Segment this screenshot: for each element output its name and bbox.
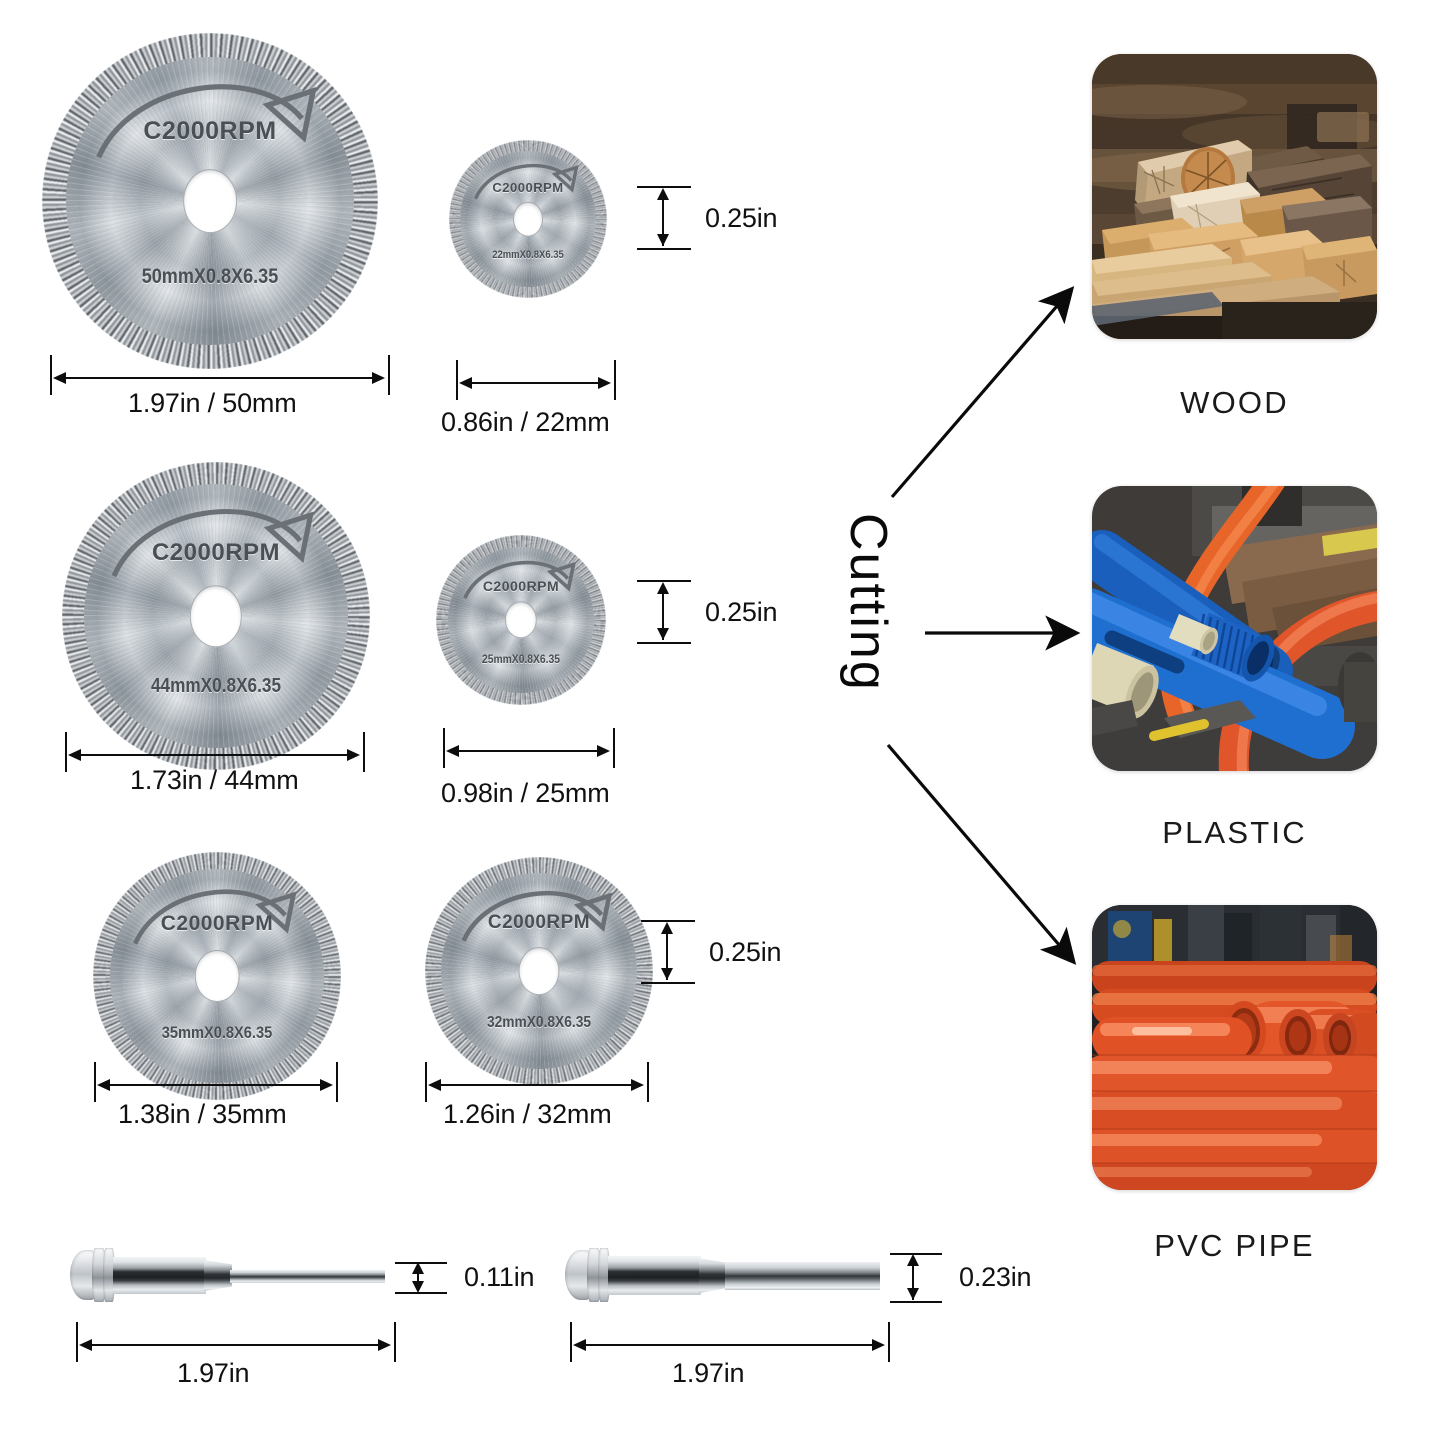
blade-rpm-label: C2000RPM — [151, 539, 281, 566]
dimension-thickness-22mm — [637, 186, 697, 250]
dimension-shank-thick-label: 0.23in — [959, 1262, 1032, 1292]
dimension-length-mandrel-thin-label: 1.97in — [177, 1358, 250, 1388]
arrow-to-pvc — [886, 743, 1077, 965]
blade-35mm: C2000RPM 35mmX0.8X6.35 — [93, 852, 344, 1105]
blade-arbor-hole — [512, 201, 544, 237]
blade-25mm: C2000RPM 25mmX0.8X6.35 — [436, 535, 608, 709]
arrow-to-wood — [890, 286, 1075, 499]
material-wood-label: WOOD — [1180, 385, 1289, 420]
blade-32mm: C2000RPM 32mmX0.8X6.35 — [425, 857, 656, 1090]
dimension-shank-thick — [890, 1253, 950, 1303]
dimension-thickness-32mm-label: 0.25in — [709, 937, 782, 967]
mandrel-body — [608, 1256, 701, 1295]
dimension-width-44mm-label: 1.73in / 44mm — [130, 765, 299, 795]
blade-rpm-label: C2000RPM — [487, 911, 591, 933]
material-plastic-photo — [1092, 486, 1377, 771]
mandrel-collar — [103, 1248, 115, 1302]
blade-arbor-hole — [189, 585, 243, 647]
dimension-width-50mm — [50, 355, 390, 395]
dimension-width-35mm-label: 1.38in / 35mm — [118, 1099, 287, 1129]
blade-spec-label: 50mmX0.8X6.35 — [141, 264, 279, 288]
blade-arbor-hole — [518, 947, 560, 995]
blade-22mm: C2000RPM 22mmX0.8X6.35 — [449, 140, 609, 302]
blade-44mm: C2000RPM 44mmX0.8X6.35 — [62, 462, 374, 777]
mandrel-collar — [598, 1248, 610, 1302]
mandrel-shaft — [725, 1262, 880, 1290]
dimension-thickness-32mm — [641, 920, 701, 984]
mandrel-shaft — [230, 1270, 385, 1283]
blade-spec-label: 32mmX0.8X6.35 — [486, 1014, 592, 1032]
dimension-thickness-25mm — [637, 580, 697, 644]
dimension-width-44mm — [65, 732, 365, 772]
plastic-image — [1092, 486, 1377, 771]
dimension-length-mandrel-thin — [76, 1322, 398, 1362]
dimension-thickness-22mm-label: 0.25in — [705, 203, 778, 233]
dimension-length-mandrel-thick-label: 1.97in — [672, 1358, 745, 1388]
material-wood-photo — [1092, 54, 1377, 339]
dimension-shank-thin — [395, 1262, 455, 1294]
dimension-shank-thin-label: 0.11in — [464, 1262, 535, 1292]
dimension-width-25mm-label: 0.98in / 25mm — [441, 778, 610, 808]
blade-spec-label: 22mmX0.8X6.35 — [492, 249, 564, 262]
mandrel-thin — [70, 1240, 400, 1310]
blade-rpm-label: C2000RPM — [482, 577, 560, 594]
material-pvc-label: PVC PIPE — [1154, 1228, 1315, 1263]
blade-rpm-label: C2000RPM — [160, 911, 274, 935]
dimension-thickness-25mm-label: 0.25in — [705, 597, 778, 627]
dimension-width-32mm-label: 1.26in / 32mm — [443, 1099, 612, 1129]
dimension-width-22mm — [456, 360, 621, 400]
cutting-label: Cutting — [839, 513, 897, 692]
blade-spec-label: 44mmX0.8X6.35 — [150, 674, 282, 697]
dimension-width-25mm — [443, 728, 621, 768]
material-plastic-label: PLASTIC — [1162, 815, 1307, 850]
wood-image — [1092, 54, 1377, 339]
blade-spec-label: 35mmX0.8X6.35 — [161, 1023, 273, 1043]
blade-arbor-hole — [183, 169, 237, 233]
blade-arbor-hole — [504, 601, 538, 639]
blade-rpm-label: C2000RPM — [492, 179, 564, 195]
mandrel-taper — [699, 1258, 727, 1293]
mandrel-collar — [92, 1248, 106, 1302]
dimension-length-mandrel-thick — [570, 1322, 892, 1362]
dimension-width-35mm — [94, 1062, 339, 1102]
dimension-width-22mm-label: 0.86in / 22mm — [441, 407, 610, 437]
mandrel-body — [113, 1257, 206, 1294]
mandrel-thick — [565, 1240, 895, 1310]
dimension-width-32mm — [425, 1062, 650, 1102]
mandrel-taper — [204, 1260, 232, 1291]
blade-rpm-label: C2000RPM — [143, 117, 277, 145]
material-pvc-photo — [1092, 905, 1377, 1190]
mandrel-collar — [587, 1248, 601, 1302]
blade-50mm: C2000RPM 50mmX0.8X6.35 — [42, 33, 382, 376]
blade-spec-label: 25mmX0.8X6.35 — [481, 652, 561, 667]
blade-arbor-hole — [194, 949, 240, 1003]
pvc-pipe-image — [1092, 905, 1377, 1190]
dimension-width-50mm-label: 1.97in / 50mm — [128, 388, 297, 418]
